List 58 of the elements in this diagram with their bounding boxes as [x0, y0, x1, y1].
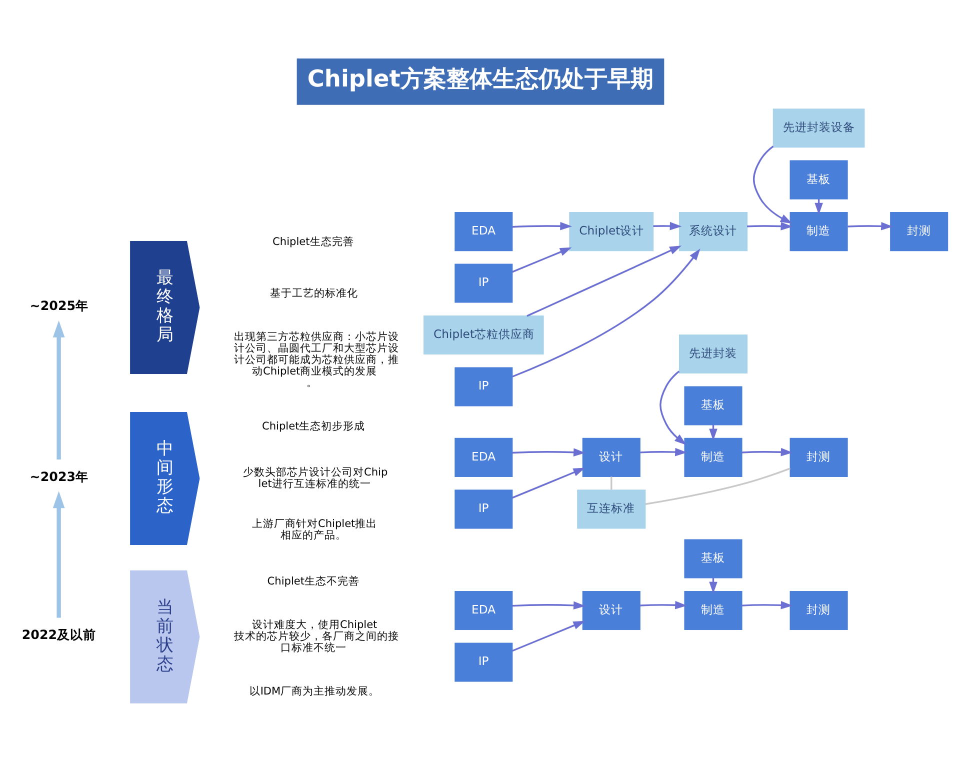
- node-text: ~2025年: [29, 298, 88, 313]
- node-box: Chiplet芯粒供应商: [423, 315, 544, 355]
- arrow: [752, 146, 792, 224]
- arrow: [847, 222, 892, 230]
- label: 上游厂商针对Chiplet推出相应的产品。: [251, 518, 377, 542]
- arrow: [511, 620, 585, 652]
- arrow: [741, 601, 792, 610]
- node-box: 封测: [789, 438, 848, 477]
- arrow: [639, 448, 686, 456]
- node-text: ~2023年: [29, 468, 88, 484]
- node-box: 设计: [582, 590, 640, 630]
- node-box: 制造: [684, 590, 742, 630]
- arrow: [741, 448, 792, 456]
- arrow: [511, 247, 572, 273]
- label: 基于工艺的标准化: [269, 287, 358, 300]
- arrow: [52, 320, 64, 460]
- node-box: IP: [454, 490, 512, 529]
- node-box: 基板: [684, 386, 742, 426]
- label: Chiplet生态不完善: [266, 576, 360, 588]
- node-box: IP: [454, 264, 512, 303]
- label: 出现第三方芯粒供应商：小芯片设计公司、晶圆代工厂和大型芯片设计公司都可能成为芯粒供应商，推动Chiplet商业模式的发展。: [234, 330, 399, 390]
- node-box: 基板: [684, 539, 742, 578]
- node-box: Chiplet设计: [568, 212, 654, 252]
- label: Chiplet生态初步形成: [262, 420, 365, 432]
- node-box: 先进封装: [678, 334, 748, 374]
- arrow: [639, 600, 686, 610]
- node-text: 2022及以前: [21, 627, 96, 642]
- node-box: 互连标准: [576, 490, 646, 529]
- label: 设计难度大，使用Chiplet技术的芯片较少，各厂商之间的接口标准不统一: [234, 618, 399, 654]
- connector: [610, 476, 612, 490]
- node-box: IP: [454, 367, 512, 406]
- connector: [644, 468, 790, 505]
- arrow: [52, 491, 64, 618]
- label: Chiplet生态完善: [272, 236, 354, 248]
- node-box: EDA: [454, 590, 512, 630]
- arrow: [526, 246, 682, 317]
- arrow: [512, 248, 700, 378]
- node-box: 封测: [789, 590, 848, 630]
- node-box: 制造: [684, 438, 742, 477]
- node-box: 基板: [789, 160, 848, 200]
- node-box: 系统设计: [678, 212, 748, 252]
- label: 少数头部芯片设计公司对Chiplet进行互连标准的统一: [242, 466, 388, 490]
- node-box: 先进封装设备: [772, 108, 864, 148]
- node-box: IP: [454, 642, 512, 682]
- label: 以IDM厂商为主推动发展。: [248, 685, 380, 698]
- node-box: 封测: [890, 212, 948, 252]
- node-box: 制造: [789, 212, 848, 252]
- arrow: [512, 601, 585, 610]
- arrow: [659, 370, 686, 445]
- node-box: 设计: [582, 438, 640, 477]
- arrow: [512, 222, 572, 230]
- arrow: [511, 468, 585, 499]
- arrow: [512, 448, 585, 456]
- node-box: EDA: [454, 212, 512, 252]
- arrow: [746, 222, 792, 230]
- diagram-title: Chiplet方案整体生态仍处于早期: [306, 66, 653, 93]
- arrow: [652, 222, 682, 230]
- node-box: EDA: [454, 438, 512, 477]
